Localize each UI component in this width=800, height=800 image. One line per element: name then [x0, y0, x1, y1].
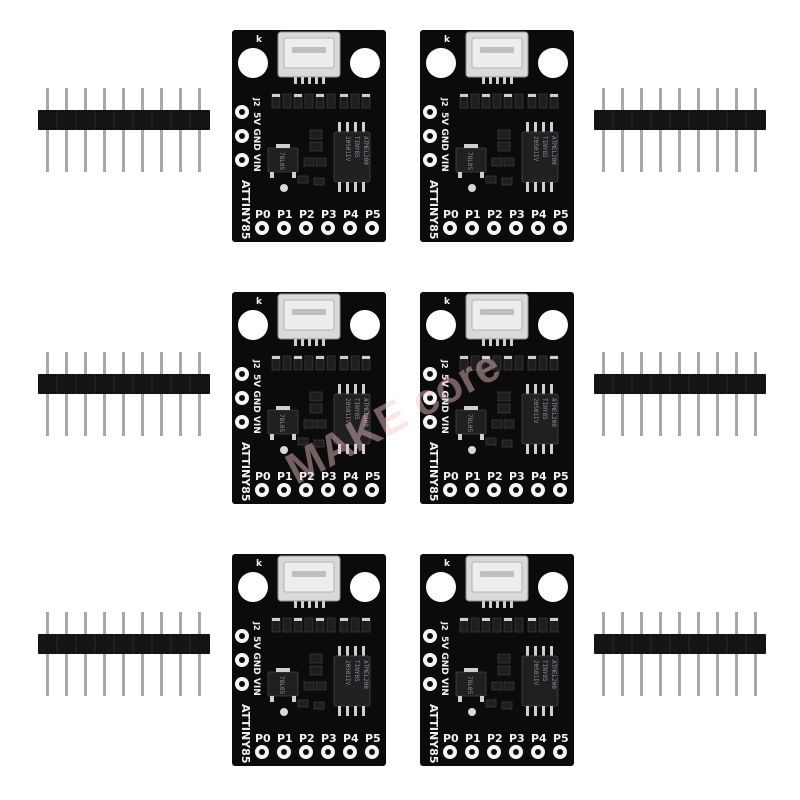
chip-marking-text: ATMEL200 — [362, 398, 369, 427]
silk-pin-label: P4 — [531, 732, 547, 745]
silk-pin-label: P0 — [443, 208, 459, 221]
silk-label-power: 5V GND VIN — [251, 374, 261, 434]
silk-label-j2: J2 — [440, 97, 449, 107]
chip-marking-text: ATMEL200 — [550, 136, 557, 165]
chip-marking-text: 20S01IV — [532, 136, 539, 162]
silk-label-j2: J2 — [440, 621, 449, 631]
silk-pin-label: P3 — [321, 732, 337, 745]
silk-pin-label: P5 — [553, 732, 569, 745]
silk-label-chip: ATTINY85 — [239, 442, 252, 502]
silk-label-j2: J2 — [252, 621, 261, 631]
silk-pin-label: P5 — [365, 208, 381, 221]
silk-pin-label: P5 — [553, 470, 569, 483]
silk-pin-label: P3 — [321, 470, 337, 483]
pin-header-right-3 — [593, 611, 767, 697]
silk-pin-label: P4 — [343, 470, 359, 483]
silk-label-power: 5V GND VIN — [439, 112, 449, 172]
pin-header-right-2 — [593, 351, 767, 437]
regulator-marking-text: 78L05 — [278, 676, 285, 694]
regulator-marking-text: 78L05 — [466, 414, 473, 432]
silk-pin-label: P2 — [299, 732, 315, 745]
chip-marking-text: 20S01IV — [344, 136, 351, 162]
silk-pin-label: P0 — [255, 208, 271, 221]
silk-pin-label: P0 — [443, 470, 459, 483]
chip-marking-text: 20S01IV — [344, 660, 351, 686]
silk-label-power: 5V GND VIN — [251, 112, 261, 172]
silk-pin-label: P1 — [465, 208, 481, 221]
silk-label-power: 5V GND VIN — [439, 374, 449, 434]
silk-label-k: k — [444, 35, 451, 45]
silk-label-chip: ATTINY85 — [239, 180, 252, 240]
silk-pin-label: P1 — [277, 208, 293, 221]
silk-label-power: 5V GND VIN — [439, 636, 449, 696]
chip-marking-text: TINY85 — [541, 398, 548, 420]
pin-header-left-1 — [37, 87, 211, 173]
silk-pin-label: P3 — [321, 208, 337, 221]
silk-label-chip: ATTINY85 — [427, 704, 440, 764]
pin-header-left-3 — [37, 611, 211, 697]
silk-pin-label: P3 — [509, 470, 525, 483]
silk-pin-label: P4 — [343, 208, 359, 221]
silk-label-j2: J2 — [252, 97, 261, 107]
chip-marking-text: ATMEL200 — [550, 398, 557, 427]
regulator-marking-text: 78L05 — [278, 414, 285, 432]
chip-marking-text: ATMEL200 — [362, 660, 369, 689]
silk-label-k: k — [444, 559, 451, 569]
silk-pin-label: P2 — [487, 732, 503, 745]
chip-marking-text: TINY85 — [541, 136, 548, 158]
silk-pin-label: P1 — [465, 732, 481, 745]
silk-pin-label: P0 — [443, 732, 459, 745]
silk-label-j2: J2 — [252, 359, 261, 369]
silk-label-k: k — [444, 297, 451, 307]
chip-marking-text: TINY85 — [353, 136, 360, 158]
chip-marking-text: 20S01IV — [532, 398, 539, 424]
chip-marking-text: 20S01IV — [344, 398, 351, 424]
chip-marking-text: ATMEL200 — [362, 136, 369, 165]
silk-pin-label: P4 — [531, 208, 547, 221]
silk-pin-label: P2 — [487, 470, 503, 483]
pin-header-left-2 — [37, 351, 211, 437]
silk-pin-label: P5 — [365, 470, 381, 483]
silk-pin-label: P1 — [277, 470, 293, 483]
silk-pin-label: P3 — [509, 208, 525, 221]
silk-pin-label: P0 — [255, 470, 271, 483]
silk-pin-label: P3 — [509, 732, 525, 745]
silk-pin-label: P1 — [277, 732, 293, 745]
silk-label-chip: ATTINY85 — [427, 180, 440, 240]
silk-pin-label: P5 — [365, 732, 381, 745]
regulator-marking-text: 78L05 — [466, 152, 473, 170]
pin-header-right-1 — [593, 87, 767, 173]
chip-marking-text: TINY85 — [353, 398, 360, 420]
silk-pin-label: P1 — [465, 470, 481, 483]
silk-label-k: k — [256, 35, 263, 45]
regulator-marking-text: 78L05 — [278, 152, 285, 170]
silk-pin-label: P4 — [343, 732, 359, 745]
silk-pin-label: P0 — [255, 732, 271, 745]
silk-label-power: 5V GND VIN — [251, 636, 261, 696]
silk-label-chip: ATTINY85 — [239, 704, 252, 764]
chip-marking-text: 20S01IV — [532, 660, 539, 686]
silk-label-j2: J2 — [440, 359, 449, 369]
chip-marking-text: ATMEL200 — [550, 660, 557, 689]
silk-label-k: k — [256, 559, 263, 569]
regulator-marking-text: 78L05 — [466, 676, 473, 694]
silk-pin-label: P4 — [531, 470, 547, 483]
silk-label-k: k — [256, 297, 263, 307]
silk-pin-label: P5 — [553, 208, 569, 221]
chip-marking-text: TINY85 — [541, 660, 548, 682]
silk-label-chip: ATTINY85 — [427, 442, 440, 502]
chip-marking-text: TINY85 — [353, 660, 360, 682]
silk-pin-label: P2 — [299, 470, 315, 483]
silk-pin-label: P2 — [487, 208, 503, 221]
silk-pin-label: P2 — [299, 208, 315, 221]
